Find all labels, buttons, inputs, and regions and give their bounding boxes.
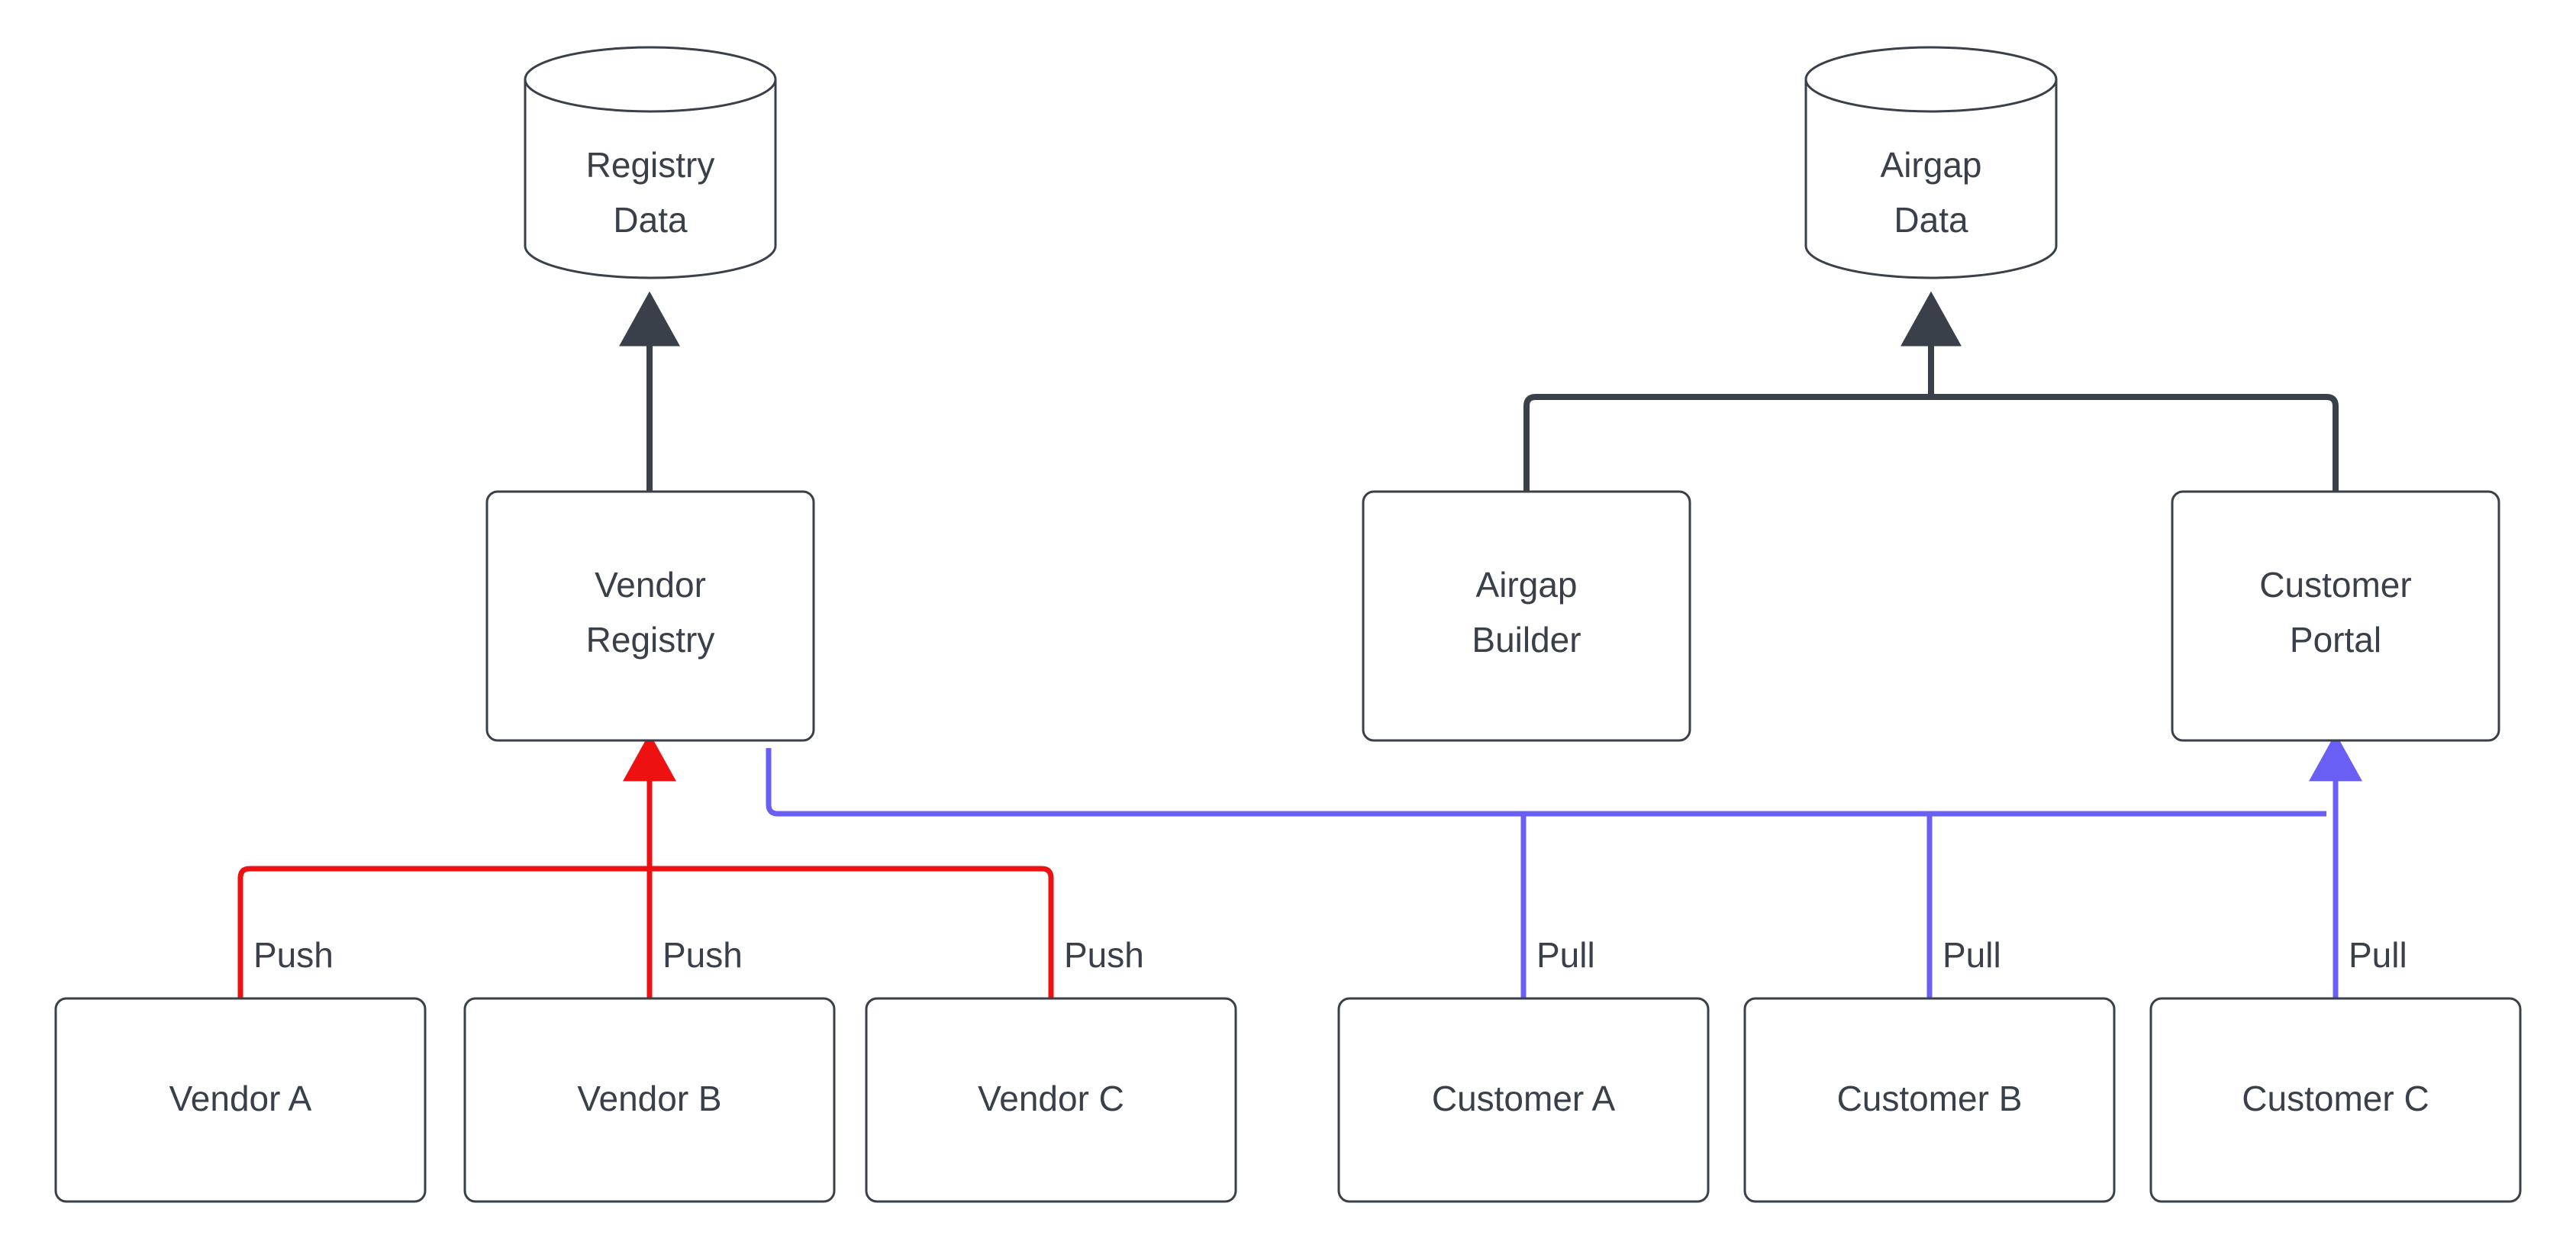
- node-vendor-c-label: Vendor C: [978, 1079, 1124, 1118]
- edge-bracket-to-airgap-data: [1523, 394, 2339, 492]
- edge-label-push-3: Push: [1064, 935, 1144, 975]
- edge-push-bus: [237, 866, 1054, 998]
- node-vendor-b-box[interactable]: [463, 997, 836, 1203]
- node-vendor-registry[interactable]: Vendor Registry: [485, 490, 815, 742]
- node-airgap-builder-line1: Airgap: [1476, 565, 1578, 605]
- node-vendor-b-label: Vendor B: [577, 1079, 721, 1118]
- node-airgap-builder-box[interactable]: [1362, 490, 1691, 742]
- node-customer-portal-line2: Portal: [2290, 620, 2381, 660]
- node-customer-b-label: Customer B: [1837, 1079, 2023, 1118]
- node-customer-portal-box[interactable]: [2171, 490, 2500, 742]
- edge-label-pull-3: Pull: [2349, 935, 2407, 975]
- edge-label-push-1: Push: [253, 935, 334, 975]
- node-customer-portal[interactable]: Customer Portal: [2171, 490, 2500, 742]
- node-customer-portal-line1: Customer: [2259, 565, 2411, 605]
- datastore-airgap-data-line2: Data: [1894, 200, 1968, 240]
- node-airgap-builder[interactable]: Airgap Builder: [1362, 490, 1691, 742]
- node-vendor-c[interactable]: Vendor C: [865, 997, 1237, 1203]
- node-vendor-c-box[interactable]: [865, 997, 1237, 1203]
- node-vendor-a[interactable]: Vendor A: [54, 997, 427, 1203]
- node-customer-a-label: Customer A: [1432, 1079, 1616, 1118]
- node-customer-b-box[interactable]: [1743, 997, 2116, 1203]
- datastore-registry-data-line2: Data: [613, 200, 688, 240]
- node-vendor-registry-box[interactable]: [485, 490, 815, 742]
- datastore-registry-data: Registry Data: [524, 46, 777, 279]
- node-customer-c-box[interactable]: [2149, 997, 2522, 1203]
- node-customer-c[interactable]: Customer C: [2149, 997, 2522, 1203]
- node-vendor-b[interactable]: Vendor B: [463, 997, 836, 1203]
- node-vendor-registry-line1: Vendor: [595, 565, 706, 605]
- node-vendor-registry-line2: Registry: [586, 620, 715, 660]
- edge-label-pull-2: Pull: [1942, 935, 2001, 975]
- edge-pull-to-vendor-registry: [766, 748, 2326, 817]
- edge-label-push-2: Push: [663, 935, 743, 975]
- node-airgap-builder-line2: Builder: [1472, 620, 1581, 660]
- node-customer-c-label: Customer C: [2242, 1079, 2429, 1118]
- datastore-airgap-data-line1: Airgap: [1881, 145, 1982, 185]
- node-vendor-a-label: Vendor A: [169, 1079, 312, 1118]
- datastore-registry-data-line1: Registry: [586, 145, 715, 185]
- edge-label-pull-1: Pull: [1536, 935, 1595, 975]
- node-customer-a[interactable]: Customer A: [1337, 997, 1710, 1203]
- node-customer-b[interactable]: Customer B: [1743, 997, 2116, 1203]
- node-customer-a-box[interactable]: [1337, 997, 1710, 1203]
- node-vendor-a-box[interactable]: [54, 997, 427, 1203]
- datastore-airgap-data: Airgap Data: [1804, 46, 2058, 279]
